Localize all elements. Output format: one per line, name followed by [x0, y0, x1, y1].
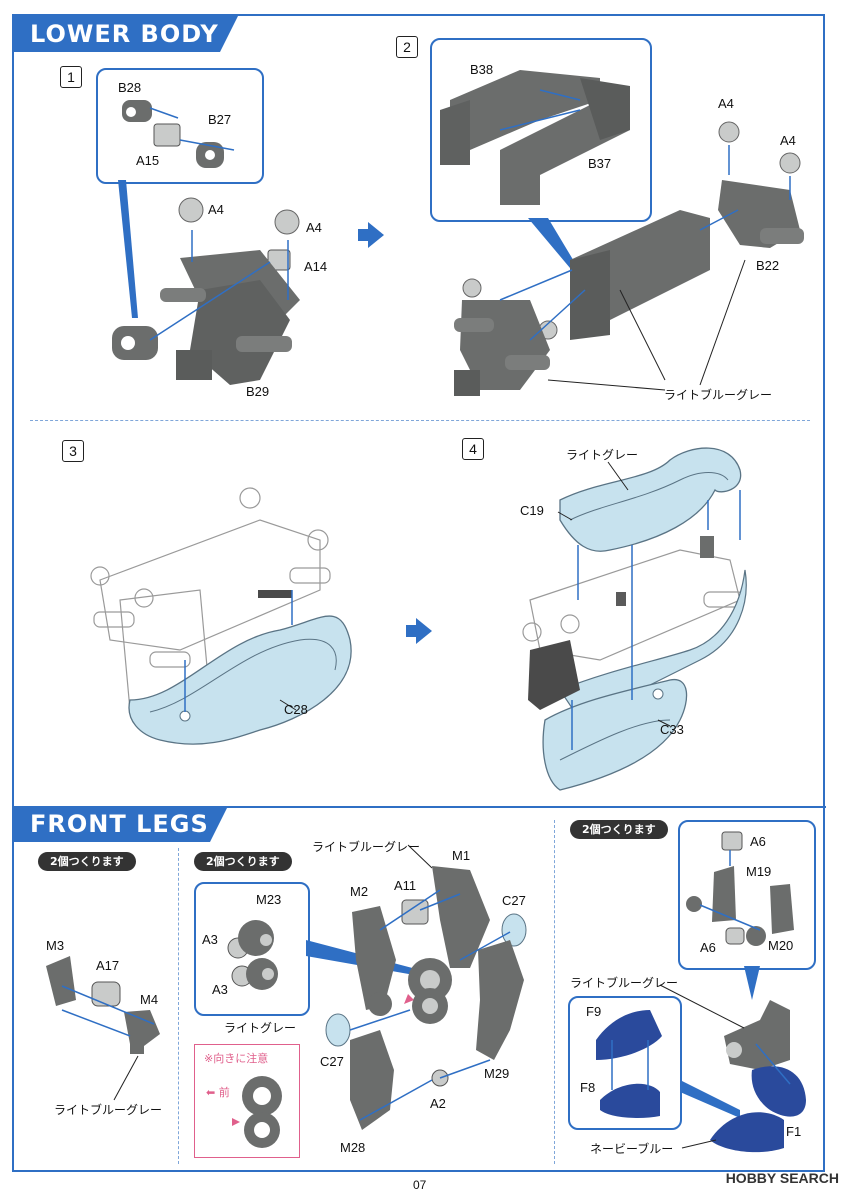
- label-b28: B28: [118, 80, 142, 95]
- label-a4-1: A4: [208, 202, 224, 217]
- front-direction-text: 前: [218, 1086, 230, 1099]
- lower-body-header: LOWER BODY: [14, 16, 238, 52]
- label-m4: M4: [140, 992, 159, 1007]
- color-note-light-gray-1: ライトグレー: [566, 448, 639, 462]
- label-a4-4: A4: [780, 133, 796, 148]
- hobby-search-watermark: HOBBY SEARCH: [725, 1170, 839, 1186]
- label-a14: A14: [304, 259, 328, 274]
- label-f8: F8: [580, 1080, 596, 1095]
- make-two-badge-1: 2個つくります: [38, 852, 136, 871]
- step-arrow-1: [358, 222, 384, 248]
- label-a4-3: A4: [718, 96, 734, 111]
- divider-front-legs-2: [554, 820, 555, 1164]
- label-b38: B38: [470, 62, 494, 77]
- color-note-light-blue-gray-3: ライトブルーグレー: [312, 840, 421, 854]
- step-2-number: 2: [396, 36, 418, 58]
- label-a11: A11: [394, 878, 417, 893]
- page-frame: [12, 14, 825, 1172]
- label-a2: A2: [430, 1096, 446, 1111]
- step-arrow-2: [406, 618, 432, 644]
- make-two-badge-3: 2個つくります: [570, 820, 668, 839]
- step-4-number: 4: [462, 438, 484, 460]
- label-c27-1: C27: [502, 893, 526, 908]
- label-a6-2: A6: [700, 940, 716, 955]
- label-b37: B37: [588, 156, 612, 171]
- label-m2: M2: [350, 884, 369, 899]
- label-m29: M29: [484, 1066, 510, 1081]
- label-c27-2: C27: [320, 1054, 344, 1069]
- label-m3: M3: [46, 938, 65, 953]
- front-legs-right-callout-top: [678, 820, 816, 970]
- label-m23: M23: [256, 892, 282, 907]
- color-note-navy-blue: ネービーブルー: [590, 1142, 674, 1156]
- label-a4-2: A4: [306, 220, 322, 235]
- label-m1: M1: [452, 848, 471, 863]
- label-f1: F1: [786, 1124, 802, 1139]
- page-number: 07: [413, 1178, 427, 1192]
- front-legs-header: FRONT LEGS: [14, 806, 228, 842]
- label-f9: F9: [586, 1004, 602, 1019]
- caution-text: ※向きに注意: [204, 1052, 269, 1065]
- label-c28: C28: [284, 702, 308, 717]
- step-3-number: 3: [62, 440, 84, 462]
- label-m19: M19: [746, 864, 772, 879]
- label-b29: B29: [246, 384, 270, 399]
- label-c19: C19: [520, 503, 544, 518]
- label-m28: M28: [340, 1140, 366, 1155]
- color-note-light-blue-gray-2: ライトブルーグレー: [54, 1103, 163, 1117]
- step-1-number: 1: [60, 66, 82, 88]
- color-note-light-gray-2: ライトグレー: [224, 1021, 297, 1035]
- label-a3-2: A3: [212, 982, 228, 997]
- label-a3-1: A3: [202, 932, 218, 947]
- front-legs-rule: [14, 806, 826, 808]
- front-direction-label: ⬅ 前: [206, 1086, 230, 1099]
- label-m20: M20: [768, 938, 794, 953]
- label-c33: C33: [660, 722, 684, 737]
- label-a15: A15: [136, 153, 160, 168]
- divider-front-legs-1: [178, 848, 179, 1164]
- color-note-light-blue-gray-1: ライトブルーグレー: [664, 388, 773, 402]
- make-two-badge-2: 2個つくります: [194, 852, 292, 871]
- label-b27: B27: [208, 112, 232, 127]
- divider-lower-body: [30, 420, 810, 421]
- label-a17: A17: [96, 958, 120, 973]
- front-legs-right-callout-bottom: [568, 996, 682, 1130]
- label-a6-1: A6: [750, 834, 766, 849]
- color-note-light-blue-gray-4: ライトブルーグレー: [570, 976, 679, 990]
- label-b22: B22: [756, 258, 780, 273]
